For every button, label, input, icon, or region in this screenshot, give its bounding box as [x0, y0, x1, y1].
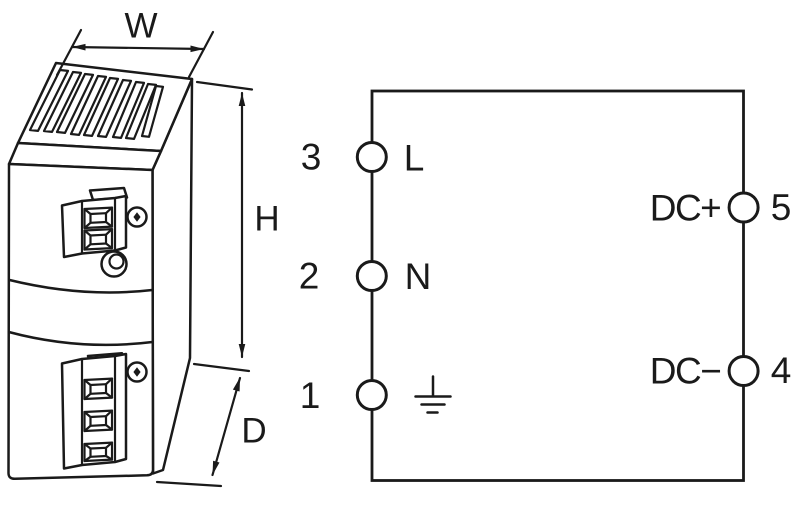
- vent-slot: [82, 76, 120, 137]
- terminal-body-edges: [80, 196, 117, 255]
- extension-line: [192, 362, 251, 373]
- arrow-icon: [212, 460, 220, 475]
- wiring-schematic: 3 L 2 N 1 DC+ 5 DC− 4: [299, 89, 792, 482]
- extension-line: [195, 80, 254, 91]
- vent-slot: [140, 84, 165, 138]
- arrow-icon: [190, 45, 204, 53]
- arrow-icon: [238, 93, 246, 106]
- screw-icon: [126, 361, 148, 383]
- device-isometric-view: W H D: [7, 7, 280, 488]
- terminal-number-label: 3: [301, 137, 322, 178]
- width-dimension-label: W: [124, 7, 157, 46]
- vent-slot: [69, 74, 108, 136]
- terminal-body-edges: [80, 354, 117, 467]
- terminal-hole: [83, 228, 114, 251]
- vent-slot: [111, 80, 146, 139]
- terminal-hole: [83, 409, 114, 433]
- depth-dimension-label: D: [241, 412, 266, 451]
- height-dimension-label: H: [254, 200, 279, 239]
- extension-line: [187, 30, 215, 79]
- vent-slot: [55, 72, 95, 134]
- terminal-hole: [83, 206, 114, 230]
- vent-slot: [28, 68, 70, 132]
- terminal-function-label: DC−: [650, 351, 721, 392]
- adjustment-knob: [100, 250, 128, 278]
- dimension-width: W: [55, 7, 215, 79]
- dimension-depth: D: [155, 376, 267, 488]
- upper-terminal-block: [60, 186, 148, 278]
- terminal-circle-ground: [355, 379, 388, 411]
- terminal-circle-dc-plus: [727, 191, 760, 224]
- vent-slot: [42, 70, 83, 133]
- terminal-number-label: 2: [299, 256, 320, 297]
- terminal-hole: [83, 377, 114, 401]
- terminal-circle-L: [355, 141, 388, 173]
- terminal-function-label: N: [405, 256, 432, 297]
- front-divider-lower: [7, 330, 154, 347]
- screw-icon: [126, 206, 148, 228]
- arrow-icon: [232, 377, 240, 392]
- terminal-circle-N: [355, 260, 388, 292]
- terminal-hole: [83, 441, 114, 463]
- terminal-number-label: 5: [771, 187, 792, 228]
- front-divider-upper: [8, 278, 154, 294]
- vent-slot: [124, 82, 158, 140]
- arrow-icon: [72, 43, 86, 51]
- dimension-height: H: [192, 80, 280, 373]
- dimension-line: [70, 45, 206, 51]
- terminal-circle-dc-minus: [727, 355, 760, 387]
- lower-terminal-block: [60, 351, 148, 470]
- earth-ground-icon: [414, 375, 452, 414]
- terminal-number-label: 1: [300, 375, 321, 416]
- terminal-function-label: DC+: [650, 188, 721, 229]
- terminal-number-label: 4: [771, 350, 792, 391]
- vent-slot: [96, 78, 133, 138]
- extension-line: [55, 28, 83, 77]
- dimension-line: [211, 376, 242, 477]
- ventilation-slots: [28, 68, 165, 140]
- arrow-icon: [238, 344, 246, 357]
- terminal-function-label: L: [404, 138, 425, 179]
- extension-line: [155, 480, 223, 488]
